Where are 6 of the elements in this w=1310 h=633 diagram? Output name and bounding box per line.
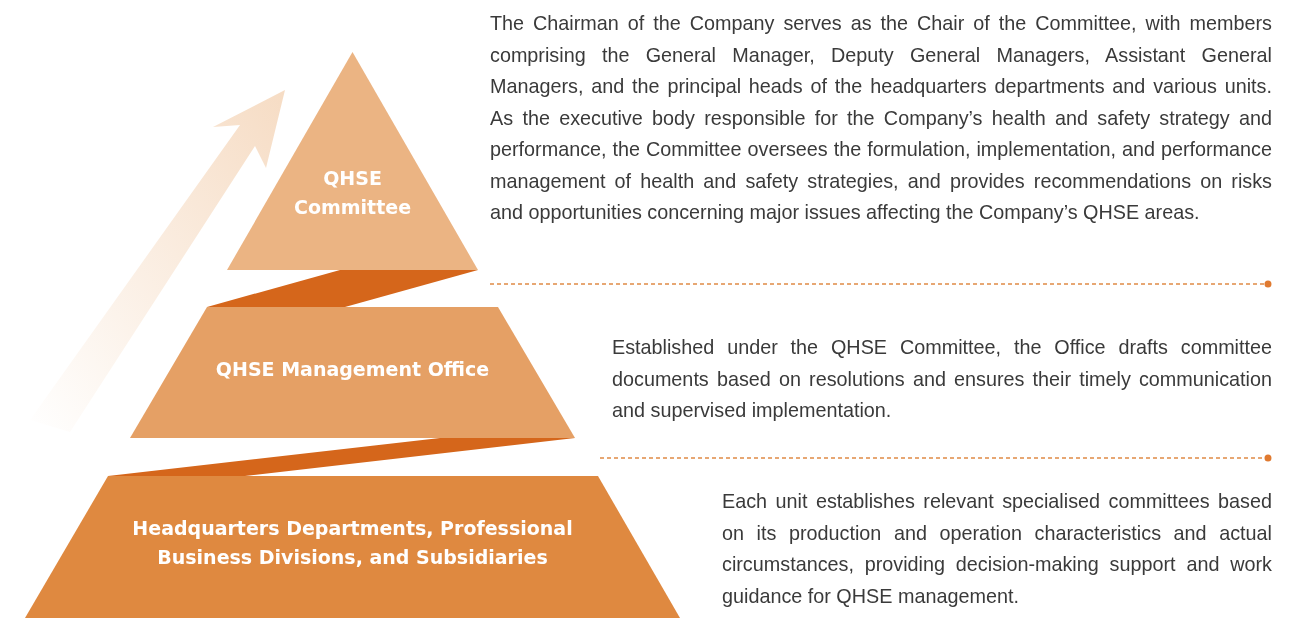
tier-label: QHSE Committee [292, 166, 412, 221]
description-paragraph: Each unit establishes relevant specialised committees based on its production and operation characteristics and actual circumstances, providing decision-making support and work guidance for QHSE management. [722, 489, 1272, 609]
tier-label: QHSE Management Office [214, 357, 491, 382]
description-paragraph: Established under the QHSE Committee, the Office drafts committee documents based on resolutions and ensures their timely communication and supervised implementation. [612, 335, 1272, 423]
tier-label: Headquarters Departments, Professional Business Divisions, and Subsidiaries [131, 516, 574, 571]
description-paragraph: The Chairman of the Company serves as the Chair of the Committee, with members comprising the General Manager, Deputy General Managers, Assistant General Managers, and the principal heads of the headquarters departments and various units. As the executive body responsible for the Company’s health and safety strategy and performance, the Committee oversees the formulation, implementation, and performance management of health and safety strategies, and provides recommendations on risks and opportunities concerning major issues affecting the Company’s QHSE areas. [490, 11, 1272, 225]
